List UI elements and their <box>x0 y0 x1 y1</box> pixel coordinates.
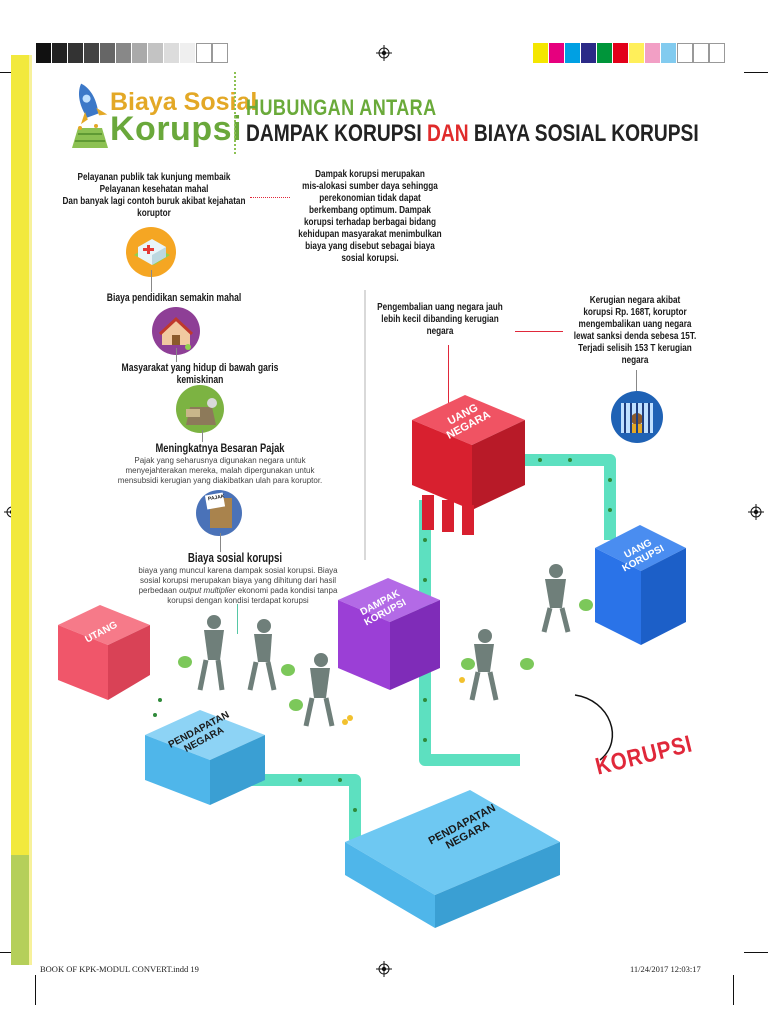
return-money-text: Pengembalian uang negara jauh lebih keci… <box>377 301 503 337</box>
side-strip-yellow-inner <box>29 55 32 965</box>
uang-negara-box <box>412 395 525 535</box>
tax-document-icon: PAJAK <box>196 490 242 536</box>
poverty-text: Masyarakat yang hidup di bawah garis kem… <box>121 362 279 386</box>
state-loss-text: Kerugian negara akibat korupsi Rp. 168T,… <box>573 294 697 366</box>
dotted-connector <box>250 197 290 198</box>
public-service-text: Pelayanan publik tak kunjung membaik Pel… <box>62 171 246 219</box>
connector-line <box>202 430 203 442</box>
tax-increase-desc: Pajak yang seharusnya digunakan negara u… <box>117 456 323 485</box>
crop-mark <box>733 975 734 1005</box>
uang-korupsi-box <box>595 525 686 645</box>
red-connector <box>515 331 563 332</box>
page-title-line2: DAMPAK KORUPSI DAN BIAYA SOSIAL KORUPSI <box>246 120 699 147</box>
logo-text-korupsi: Korupsi <box>110 110 242 148</box>
crop-mark <box>744 952 768 953</box>
side-strip-green <box>11 855 29 965</box>
pendapatan-big-box <box>345 790 560 928</box>
registration-target-icon <box>748 504 764 520</box>
house-icon <box>152 307 200 355</box>
social-cost-desc: biaya yang muncul karena dampak sosial k… <box>138 566 338 605</box>
rocket-logo-icon <box>72 83 108 148</box>
side-strip-yellow <box>11 55 29 965</box>
crop-mark <box>744 72 768 73</box>
footer-left: BOOK OF KPK-MODUL CONVERT.indd 19 <box>40 964 199 974</box>
education-cost-text: Biaya pendidikan semakin mahal <box>106 292 242 304</box>
connector-line <box>636 370 637 392</box>
header-divider <box>234 72 236 154</box>
impact-description-text: Dampak korupsi merupakan mis-alokasi sum… <box>298 168 442 264</box>
utang-box <box>58 605 150 700</box>
connector-line <box>237 604 238 634</box>
flow-diagram <box>58 290 686 928</box>
registration-target-icon <box>376 45 392 61</box>
footer-right: 11/24/2017 12:03:17 <box>630 964 701 974</box>
tax-increase-title: Meningkatnya Besaran Pajak <box>155 441 285 455</box>
red-connector <box>448 345 449 405</box>
prisoner-jail-icon <box>611 391 663 443</box>
money-sack-icon <box>176 385 224 433</box>
logo-text-biaya-sosial: Biaya Sosial <box>110 88 258 116</box>
connector-line <box>220 533 221 552</box>
people-figures <box>197 564 571 727</box>
social-cost-title: Biaya sosial korupsi <box>187 551 283 565</box>
connector-line <box>176 348 177 362</box>
registration-bar-color <box>533 43 725 63</box>
hospital-icon <box>126 227 176 277</box>
crop-mark <box>35 975 36 1005</box>
page-title-line1: HUBUNGAN ANTARA <box>246 95 437 120</box>
pendapatan-small-box <box>145 710 265 805</box>
dampak-korupsi-box <box>338 578 440 690</box>
connector-line <box>151 270 152 292</box>
registration-target-icon <box>376 961 392 977</box>
registration-bar-gray <box>36 43 228 63</box>
